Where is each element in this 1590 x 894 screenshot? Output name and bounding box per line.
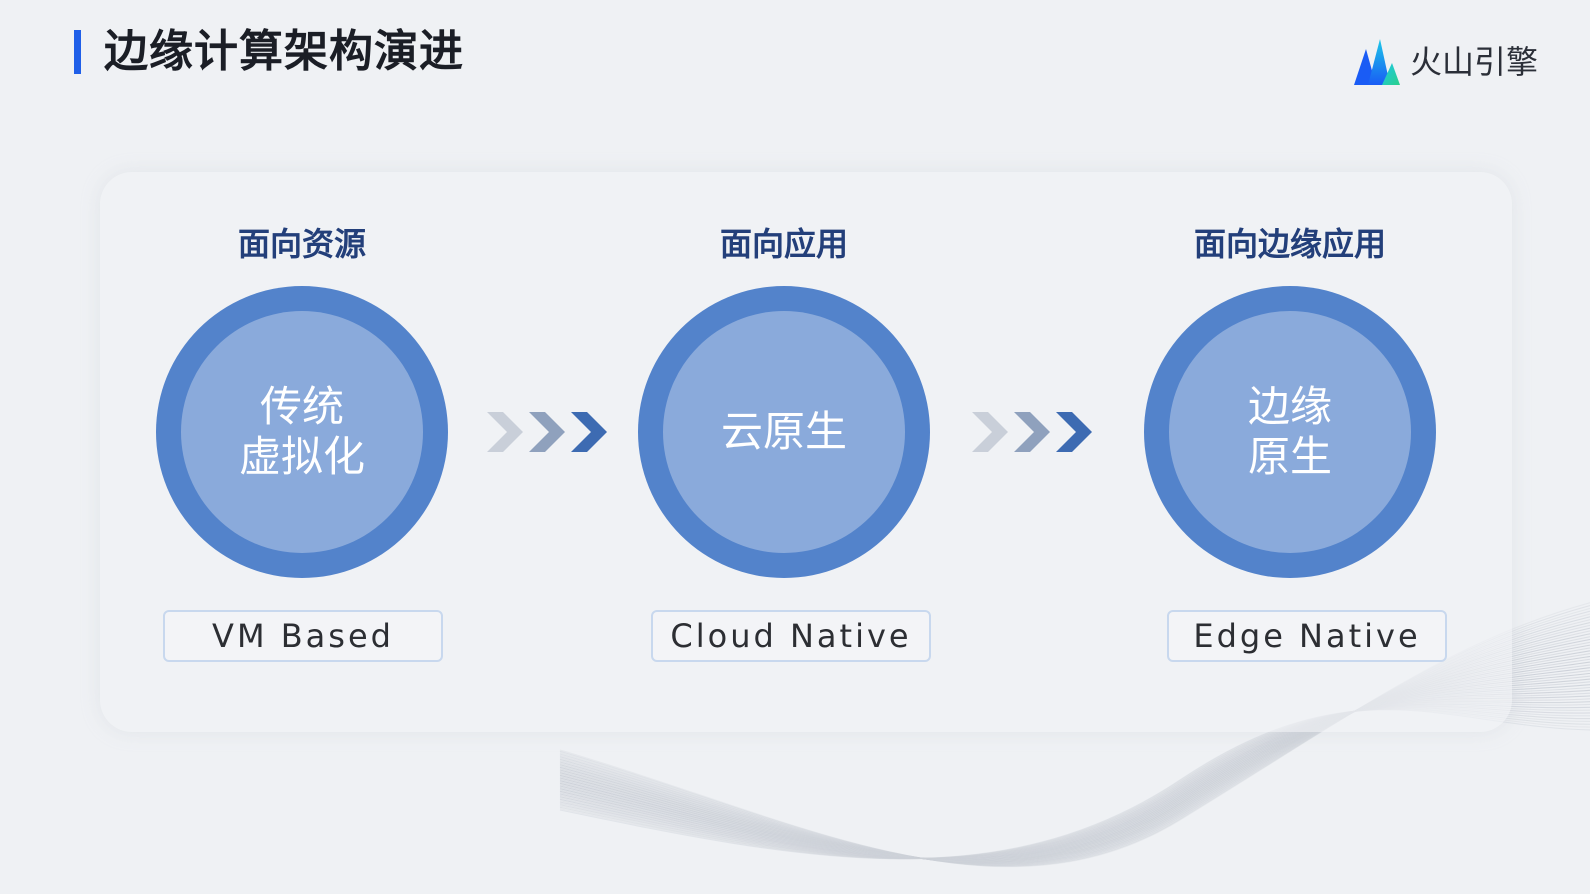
stage-circle-inner: 传统 虚拟化 — [181, 311, 423, 553]
stage-circle-virtualization: 传统 虚拟化 — [156, 286, 448, 578]
stage-label-resource: 面向资源 — [237, 225, 366, 263]
stage-label-edge-application: 面向边缘应用 — [1193, 225, 1386, 263]
triple-chevron-right-icon — [487, 412, 607, 452]
stage-circle-text: 传统 虚拟化 — [238, 382, 365, 481]
brand-name: 火山引擎 — [1410, 43, 1539, 81]
brand-logo: 火山引擎 — [1354, 36, 1538, 88]
stage-label-application: 面向应用 — [719, 225, 848, 263]
stage-tag-vm-based: VM Based — [163, 610, 443, 662]
stage-circle-text: 云原生 — [720, 407, 847, 456]
volcano-mountain-icon — [1354, 39, 1400, 85]
title-accent-bar — [74, 30, 81, 74]
triple-chevron-right-icon — [972, 412, 1092, 452]
stage-circle-text: 边缘 原生 — [1247, 382, 1332, 481]
stage-tag-cloud-native: Cloud Native — [651, 610, 931, 662]
stage-circle-cloud-native: 云原生 — [638, 286, 930, 578]
stage-circle-inner: 边缘 原生 — [1169, 311, 1411, 553]
stage-circle-inner: 云原生 — [663, 311, 905, 553]
page-title: 边缘计算架构演进 — [104, 26, 464, 77]
stage-tag-edge-native: Edge Native — [1167, 610, 1447, 662]
stage-circle-edge-native: 边缘 原生 — [1144, 286, 1436, 578]
